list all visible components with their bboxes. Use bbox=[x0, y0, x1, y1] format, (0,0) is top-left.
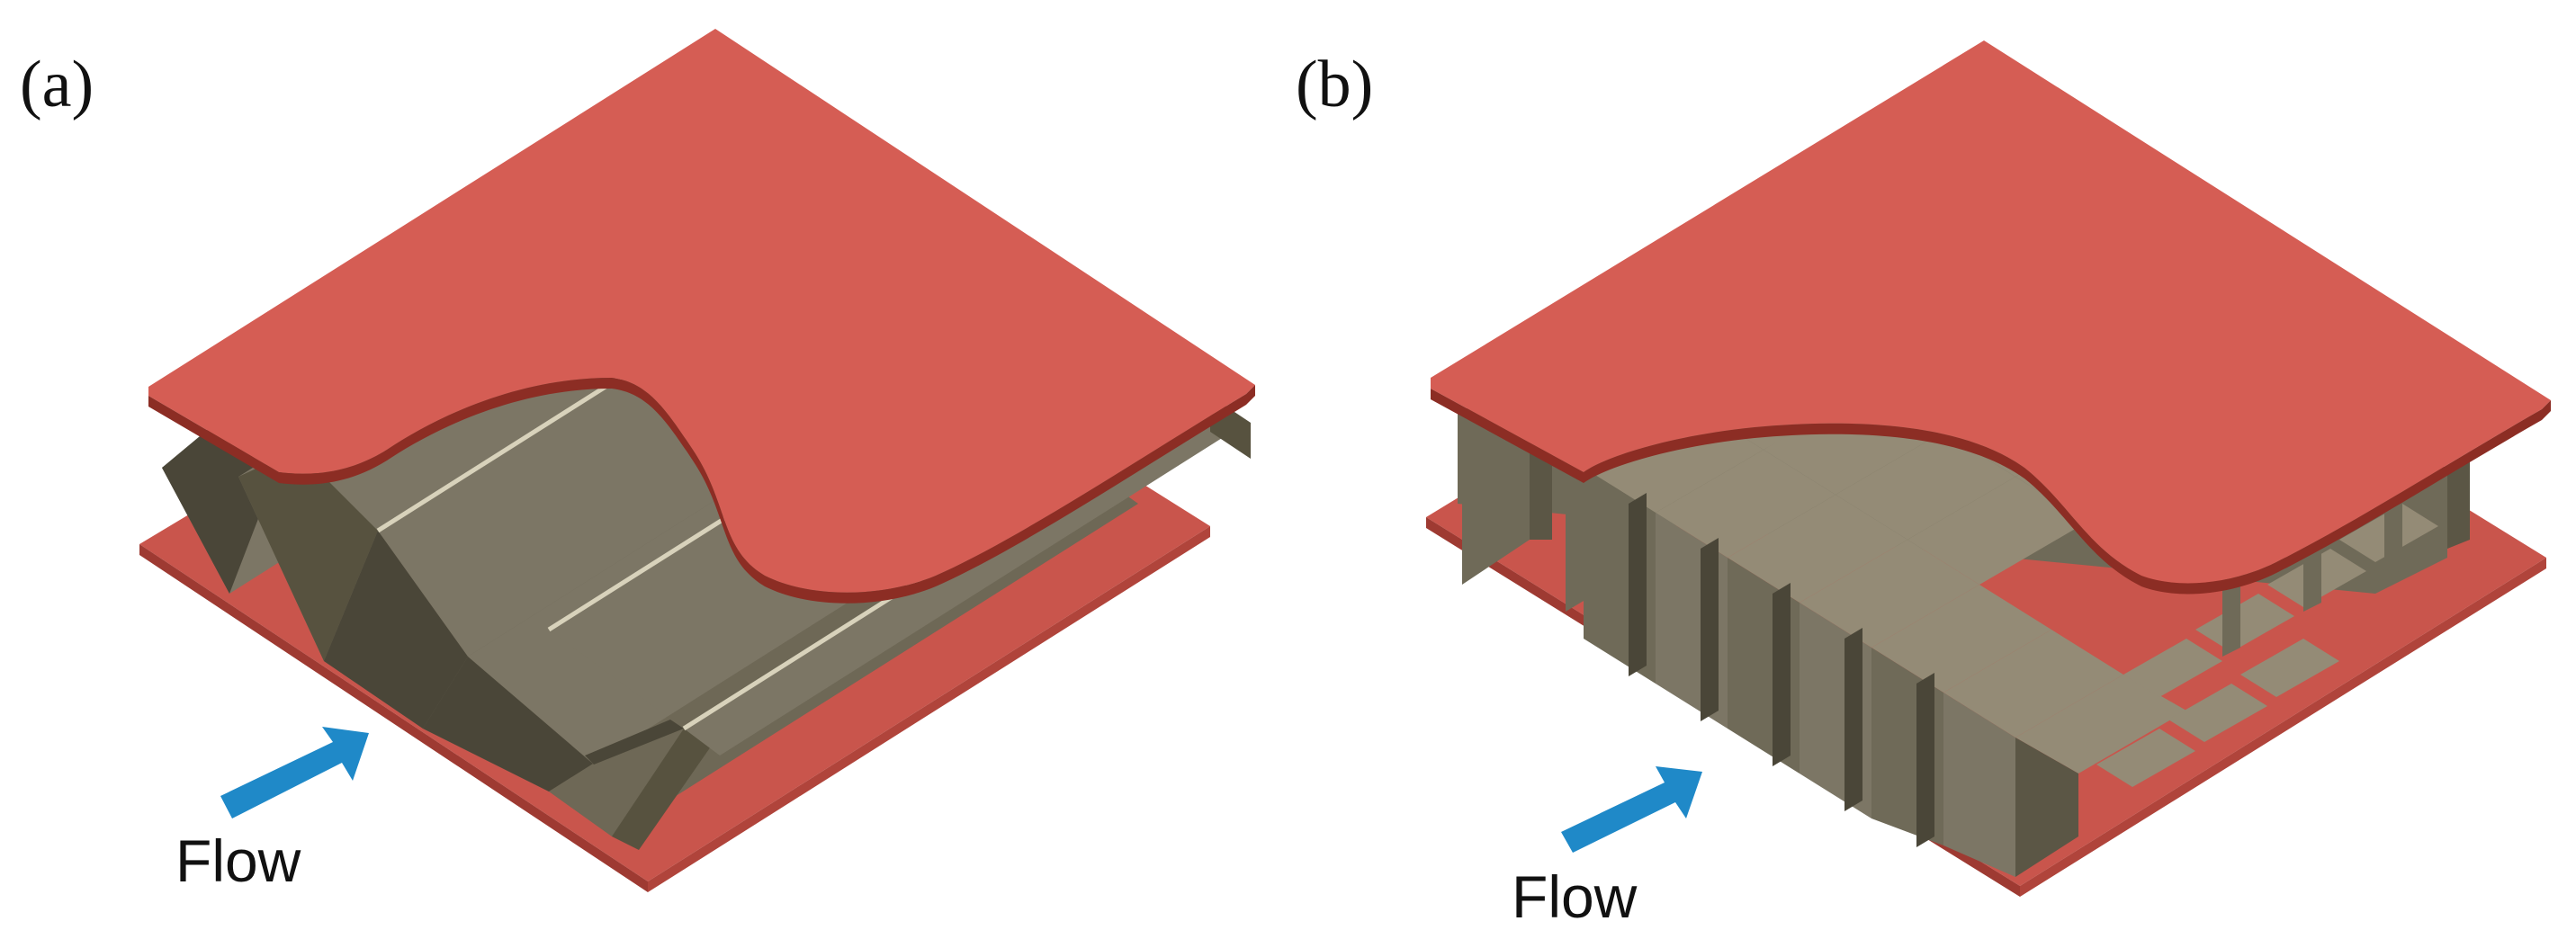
panel-label-b: (b) bbox=[1296, 48, 1373, 121]
flow-arrow-b bbox=[1561, 766, 1702, 853]
top-plate-b bbox=[1431, 40, 2551, 595]
panel-b: (b) bbox=[1296, 40, 2551, 930]
flow-arrow-a bbox=[220, 727, 369, 818]
panel-a: (a) bbox=[20, 29, 1255, 894]
panel-label-a: (a) bbox=[20, 48, 94, 121]
flow-label-a: Flow bbox=[175, 827, 301, 894]
top-plate-a bbox=[148, 29, 1255, 604]
flow-label-b: Flow bbox=[1512, 863, 1638, 930]
